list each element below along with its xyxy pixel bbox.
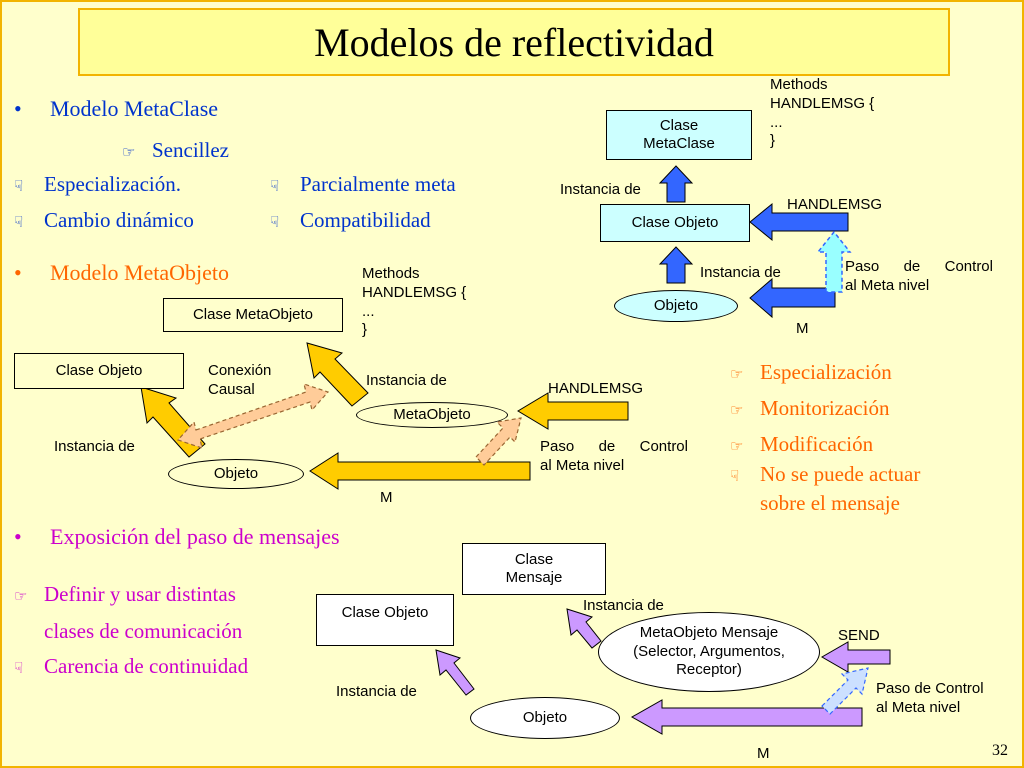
d3-m: M (757, 745, 770, 762)
hand-pointer-icon: ☞ (730, 439, 744, 455)
d1-clase-objeto: Clase Objeto (600, 204, 750, 242)
hand-pointer-icon: ☞ (122, 145, 136, 161)
pointer-down-icon: ☟ (270, 215, 280, 231)
pointer-down-icon: ☟ (730, 469, 740, 485)
d3-paso-control: Paso de Control al Meta nivel (876, 680, 984, 716)
hand-pointer-icon: ☞ (730, 403, 744, 419)
arrow-m-blue (749, 277, 836, 319)
d2-instancia-de-1: Instancia de (366, 372, 447, 389)
d2-instancia-de-2: Instancia de (54, 438, 135, 455)
arrow-handlemsg-yellow (517, 392, 629, 430)
d2-metaobjeto: MetaObjeto (356, 402, 508, 428)
arrow-m-purple (630, 699, 863, 735)
slide-title: Modelos de reflectividad (78, 8, 950, 76)
section1-con-2: ☟Compatibilidad (270, 208, 431, 232)
d1-objeto: Objeto (614, 290, 738, 322)
pointer-down-icon: ☟ (270, 179, 280, 195)
arrow-up-objeto-to-claseobjeto (658, 246, 694, 284)
d3-instancia-de-2: Instancia de (336, 683, 417, 700)
arrow-handlemsg-blue (749, 202, 849, 242)
d2-clase-objeto: Clase Objeto (14, 353, 184, 389)
d2-handlemsg: HANDLEMSG (548, 380, 644, 397)
pointer-down-icon: ☟ (14, 215, 24, 231)
section2-pro-2: ☞Monitorización (730, 396, 890, 420)
arrow-paso-control-purple (821, 667, 869, 715)
d2-paso-control: Paso de Control al Meta nivel (540, 438, 688, 474)
d3-clase-objeto: Clase Objeto (316, 594, 454, 646)
d1-instancia-de-2: Instancia de (700, 264, 781, 281)
hand-pointer-icon: ☞ (14, 589, 28, 605)
d1-m: M (796, 320, 809, 337)
section1-heading: •Modelo MetaClase (14, 96, 219, 121)
page-number: 32 (992, 742, 1008, 759)
section1-point: ☞Sencillez (122, 138, 229, 162)
pointer-down-icon: ☟ (14, 661, 24, 677)
arrow-up-claseobjeto-to-metaclase (658, 165, 694, 203)
d3-send: SEND (838, 627, 880, 644)
section3-pro-2: clases de comunicación (44, 619, 243, 643)
hand-pointer-icon: ☞ (730, 367, 744, 383)
arrow-send (820, 641, 891, 673)
arrow-objeto-to-claseobjeto-purple (435, 649, 475, 696)
d2-m: M (380, 489, 393, 506)
section1-con-1: ☟Parcialmente meta (270, 172, 456, 196)
d1-paso-control: Paso de Control al Meta nivel (845, 258, 993, 294)
d2-objeto: Objeto (168, 459, 304, 489)
section3-heading: •Exposición del paso de mensajes (14, 524, 340, 549)
section3-con-1: ☟Carencia de continuidad (14, 654, 249, 678)
d1-handlemsg: HANDLEMSG (787, 196, 883, 213)
section1-pro-2: ☟Cambio dinámico (14, 208, 194, 232)
section2-pro-1: ☞Especialización (730, 360, 892, 384)
d2-clase-metaobjeto: Clase MetaObjeto (163, 298, 343, 332)
arrow-conexion-causal (176, 383, 330, 449)
arrow-paso-control-yellow (475, 417, 522, 466)
d2-conexion-causal: Conexión Causal (208, 362, 272, 398)
section1-pro-1: ☟Especialización. (14, 172, 182, 196)
d3-objeto: Objeto (470, 697, 620, 739)
section2-con-1: ☟No se puede actuar (730, 462, 921, 486)
section2-con-2: sobre el mensaje (760, 491, 900, 515)
d2-methods: Methods HANDLEMSG { ... } (362, 265, 467, 339)
section2-heading: •Modelo MetaObjeto (14, 260, 230, 285)
arrow-metaobjeto-to-clasemensaje (566, 608, 602, 649)
arrow-paso-control-blue (816, 230, 852, 293)
d3-metaobjeto-mensaje: MetaObjeto Mensaje (Selector, Argumentos… (598, 612, 820, 692)
d1-methods: Methods HANDLEMSG { ... } (770, 76, 875, 150)
d1-instancia-de-1: Instancia de (560, 181, 641, 198)
section3-pro-1: ☞Definir y usar distintas (14, 582, 236, 606)
arrow-metaobjeto-to-clasemetaobjeto (306, 342, 369, 407)
arrow-m-yellow (309, 452, 531, 490)
section2-pro-3: ☞Modificación (730, 432, 874, 456)
arrow-objeto-to-claseobjeto (140, 386, 206, 458)
d3-instancia-de-1: Instancia de (583, 597, 664, 614)
pointer-down-icon: ☟ (14, 179, 24, 195)
